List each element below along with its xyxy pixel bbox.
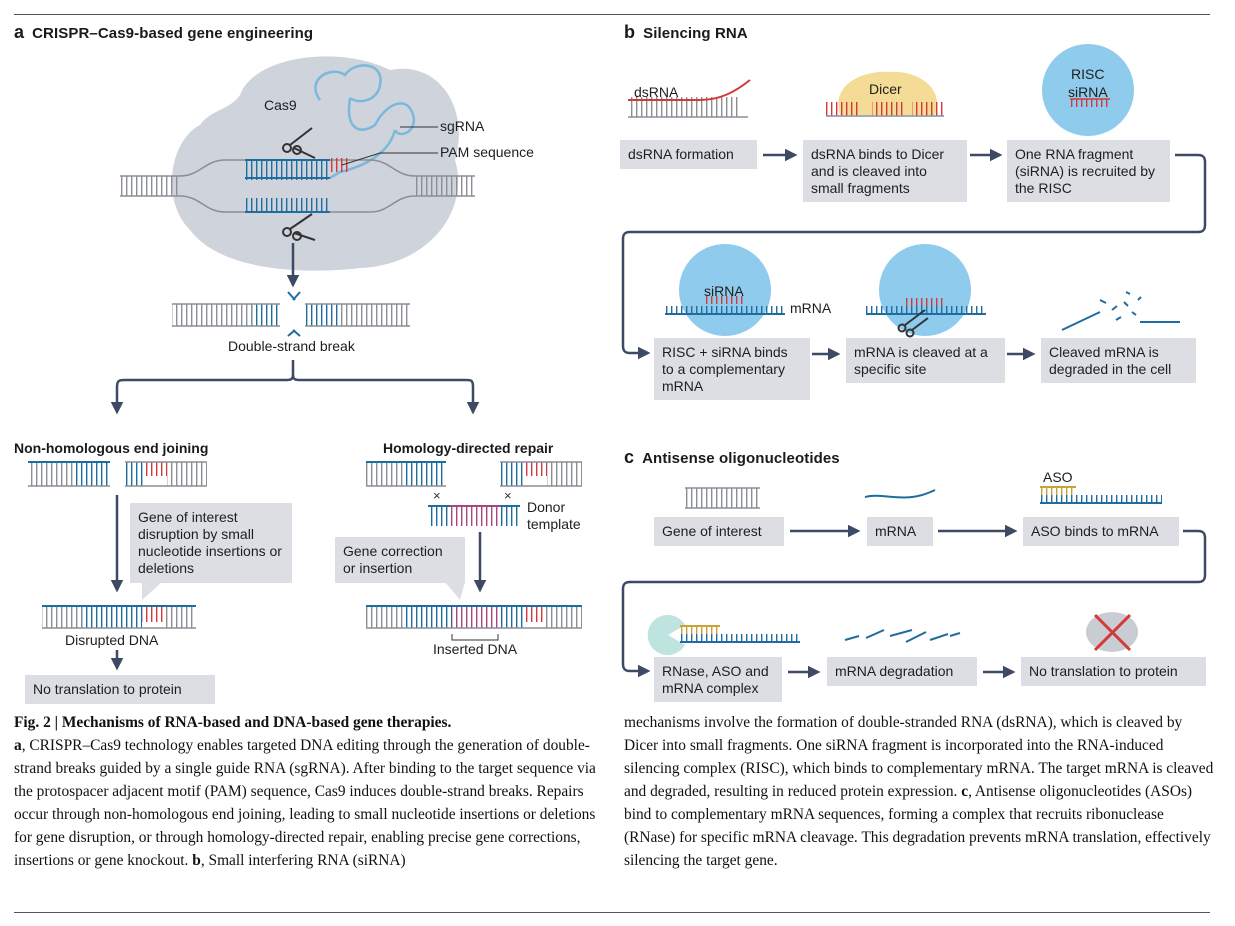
dicer-enzyme: [826, 71, 944, 117]
pam-pointer: [341, 152, 438, 166]
step-b5: mRNA is cleaved at a specific site: [846, 338, 1005, 383]
step-b6: Cleaved mRNA is degraded in the cell: [1041, 338, 1196, 383]
dsb-label: Double-strand break: [228, 338, 355, 354]
mrna-fragments: [844, 629, 961, 643]
branch-arrows: [110, 360, 480, 415]
dsrna-strand: [628, 79, 751, 118]
caption-c-text: , Antisense oligonucleotides (ASOs) bind…: [624, 783, 1211, 869]
risc-label: RISC: [1071, 66, 1105, 82]
pam-label: PAM sequence: [440, 144, 534, 160]
caption-b-text: , Small interfering RNA (siRNA): [200, 852, 406, 869]
panel-a-letter: a: [14, 22, 25, 42]
caption-fig: Fig. 2 | Mechanisms of RNA-based and DNA…: [14, 714, 452, 731]
panel-b-title-text: Silencing RNA: [643, 25, 748, 42]
dsrna-label: dsRNA: [634, 84, 679, 100]
caption-right: mechanisms involve the formation of doub…: [624, 711, 1214, 872]
sirna-label-2: siRNA: [704, 283, 744, 299]
callout-tail-nhej: [142, 582, 162, 600]
callout-tail-hdr: [445, 582, 465, 600]
panel-c-title: c Antisense oligonucleotides: [624, 447, 840, 468]
arrow-b-wrap: [621, 153, 1207, 360]
step-c1: Gene of interest: [654, 517, 784, 546]
step-c6: No translation to protein: [1021, 657, 1206, 686]
step-c2: mRNA: [867, 517, 933, 546]
no-translation-box-a: No translation to protein: [25, 675, 215, 704]
step-b4: RISC + siRNA binds to a complementary mR…: [654, 338, 810, 400]
repaired-dna: [366, 605, 582, 641]
scissors-icon: [282, 127, 316, 241]
step-b2: dsRNA binds to Dicer and is cleaved into…: [803, 140, 967, 202]
caption-c-letter: c: [961, 783, 969, 800]
step-c4: RNase, ASO and mRNA complex: [654, 657, 782, 702]
caption-a-letter: a: [14, 737, 22, 754]
sgrna-label: sgRNA: [440, 118, 485, 134]
cas9-label: Cas9: [264, 97, 297, 113]
step-b1: dsRNA formation: [620, 140, 757, 169]
dna-unwound: [120, 158, 475, 213]
nhej-note-box: Gene of interest disruption by small nuc…: [130, 503, 292, 583]
caption-a-text: , CRISPR–Cas9 technology enables targete…: [14, 737, 596, 869]
correction-box: Gene correction or insertion: [335, 537, 465, 583]
sirna-label-1: siRNA: [1068, 84, 1108, 100]
caption-b-letter: b: [192, 852, 201, 869]
disrupted-dna: [42, 605, 196, 629]
step-c3: ASO binds to mRNA: [1023, 517, 1179, 546]
panel-c-title-text: Antisense oligonucleotides: [642, 450, 840, 467]
dsb-dna: [172, 291, 410, 337]
risc-complex-1: [1042, 44, 1134, 136]
scissors-icon-b: [897, 309, 929, 338]
donor-template: [428, 505, 520, 526]
hdr-dna-ends: × ×: [366, 461, 582, 503]
panel-c-letter: c: [624, 447, 635, 467]
aso-label: ASO: [1043, 469, 1073, 485]
nhej-dna-ends: [28, 461, 207, 487]
mrna-wave: [864, 489, 936, 499]
top-rule: [14, 14, 1210, 15]
panel-b-letter: b: [624, 22, 636, 42]
panel-a-title-text: CRISPR–Cas9-based gene engineering: [32, 25, 314, 42]
hdr-title: Homology-directed repair: [383, 440, 554, 456]
step-b3: One RNA fragment (siRNA) is recruited by…: [1007, 140, 1170, 202]
no-protein-icon: [1086, 612, 1138, 652]
disrupted-label: Disrupted DNA: [65, 632, 159, 648]
rnase-complex: [647, 614, 800, 656]
gene-dna-c: [685, 487, 760, 509]
nhej-title: Non-homologous end joining: [14, 440, 209, 456]
degraded-mrna: [1061, 291, 1180, 331]
inserted-label: Inserted DNA: [433, 641, 518, 657]
risc-complex-3: [866, 244, 986, 336]
caption-left: Fig. 2 | Mechanisms of RNA-based and DNA…: [14, 711, 598, 872]
aso-bound: [1040, 486, 1162, 504]
caption-right-b-text: mechanisms involve the formation of doub…: [624, 714, 1214, 800]
svg-text:×: ×: [504, 488, 512, 503]
mrna-label-b: mRNA: [790, 300, 832, 316]
step-c5: mRNA degradation: [827, 657, 977, 686]
risc-complex-2: [665, 244, 785, 336]
svg-text:×: ×: [433, 488, 441, 503]
panel-a-title: a CRISPR–Cas9-based gene engineering: [14, 22, 313, 43]
donor-label: Donor template: [527, 499, 581, 532]
panel-b-title: b Silencing RNA: [624, 22, 748, 43]
dicer-label: Dicer: [869, 81, 902, 97]
arrow-c-wrap: [621, 529, 1207, 678]
bottom-rule: [14, 912, 1210, 913]
